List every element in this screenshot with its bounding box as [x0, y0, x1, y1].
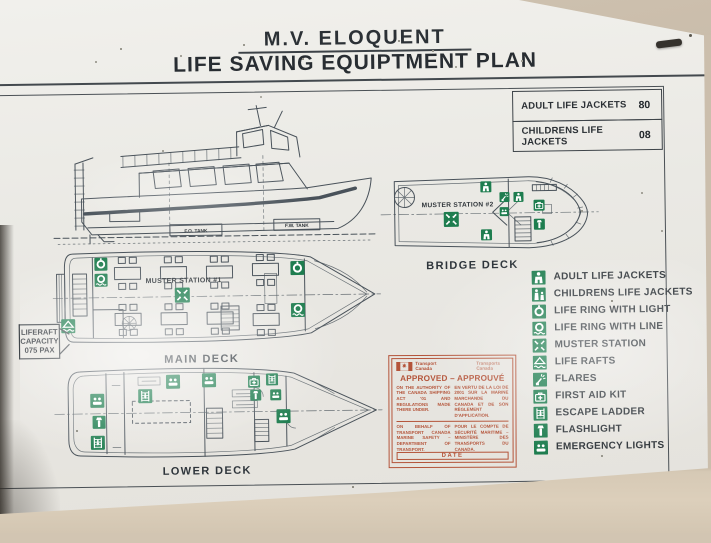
- legend-item-label: ADULT LIFE JACKETS: [553, 269, 667, 283]
- stamp-body-fr-1: EN VERTU DE LA LOI DE 2001 SUR LA MARINE…: [454, 384, 509, 419]
- life-raft-icon: [532, 355, 547, 370]
- bridge-deck-label: BRIDGE DECK: [426, 258, 519, 273]
- main-deck-plan: MUSTER STATION #1: [52, 250, 382, 343]
- bridge-deck-plan: MUSTER STATION #2: [380, 176, 600, 249]
- table-row: CHILDRENS LIFE JACKETS 08: [512, 118, 663, 152]
- liferaft-capacity-callout: LIFERAFT CAPACITY 075 PAX: [18, 323, 70, 360]
- life-ring-with-light-icon: [531, 304, 547, 319]
- legend-item: MUSTER STATION: [532, 334, 693, 353]
- legend-item-label: MUSTER STATION: [554, 338, 647, 351]
- emergency-lights-icon: [165, 374, 181, 389]
- muster-station-icon: [174, 287, 190, 303]
- emergency-lights-icon: [270, 389, 282, 401]
- lower-deck-label: LOWER DECK: [162, 464, 252, 478]
- legend-item-label: LIFE RING WITH LINE: [554, 320, 664, 334]
- legend-item-label: LIFE RING WITH LIGHT: [553, 303, 671, 317]
- childrens-life-jacket-icon: [531, 287, 546, 302]
- life-ring-with-line-icon: [532, 321, 547, 336]
- agency-name-fr: Transports Canada: [476, 360, 501, 372]
- side-profile-drawing: F.O. TANK F.W. TANK: [53, 105, 377, 245]
- legend-item: CHILDRENS LIFE JACKETS: [531, 283, 693, 302]
- childrens-jackets-label: CHILDRENS LIFE JACKETS: [521, 124, 604, 148]
- life-ring-with-light-icon: [94, 257, 108, 271]
- legend-item: ADULT LIFE JACKETS: [531, 266, 692, 285]
- muster-station-icon: [532, 338, 547, 353]
- stamp-body-fr-2: POUR LE COMPTE DE SÉCURITÉ MARITIME – MI…: [454, 423, 509, 452]
- legend-item: EMERGENCY LIGHTS: [533, 436, 695, 455]
- life-ring-with-line-icon: [290, 302, 306, 318]
- stamp-divider: [396, 420, 509, 422]
- legend-item-label: ESCAPE LADDER: [555, 406, 646, 419]
- canada-flag-icon: [396, 361, 413, 371]
- legend-item-label: EMERGENCY LIGHTS: [555, 439, 665, 453]
- flares-icon: [499, 192, 510, 203]
- fresh-water-tank-label: F.W. TANK: [285, 223, 309, 229]
- dust-speckles: [0, 0, 2, 2]
- legend-item-label: CHILDRENS LIFE JACKETS: [553, 286, 693, 300]
- table-row: ADULT LIFE JACKETS 80: [511, 88, 663, 122]
- emergency-lights-icon: [201, 373, 217, 388]
- liferaft-callout-line3: 075 PAX: [25, 345, 55, 354]
- legend-item: FIRST AID KIT: [533, 385, 694, 404]
- legend-item-label: FIRST AID KIT: [555, 389, 627, 402]
- legend-item: LIFE RING WITH LINE: [532, 317, 693, 336]
- legend: ADULT LIFE JACKETS CHILDRENS LIFE JACKET…: [531, 266, 694, 455]
- legend-item-label: FLASHLIGHT: [555, 423, 623, 436]
- adult-jackets-label: ADULT LIFE JACKETS: [521, 99, 627, 112]
- stamp-date-box: DATE: [396, 452, 509, 461]
- life-jacket-icon: [480, 181, 492, 193]
- life-jacket-icon: [513, 191, 524, 202]
- muster-station-1-label: MUSTER STATION #1: [146, 277, 222, 285]
- stamp-title: APPROVED – APPROUVÉ: [400, 373, 505, 383]
- legend-item: LIFE RING WITH LIGHT: [531, 300, 693, 319]
- emergency-lights-icon: [90, 393, 105, 408]
- screw-dot: [689, 34, 692, 37]
- muster-station-2-label: MUSTER STATION #2: [422, 201, 494, 209]
- first-aid-kit-icon: [247, 375, 261, 388]
- life-ring-with-light-icon: [290, 260, 305, 276]
- legend-item-label: FLARES: [554, 372, 597, 385]
- life-ring-with-line-icon: [94, 273, 108, 287]
- lower-deck-plan: [54, 367, 383, 458]
- muster-station-icon: [443, 211, 459, 227]
- transport-canada-approval-stamp: Transport Canada Transports Canada APPRO…: [388, 354, 517, 469]
- escape-ladder-icon: [138, 389, 153, 404]
- first-aid-kit-icon: [533, 389, 548, 404]
- wall-background: [704, 35, 711, 471]
- legend-item: ESCAPE LADDER: [533, 402, 694, 421]
- legend-item: LIFE RAFTS: [532, 351, 694, 370]
- first-aid-kit-icon: [533, 199, 545, 211]
- escape-ladder-icon: [90, 435, 105, 450]
- adult-life-jacket-icon: [531, 270, 546, 285]
- flashlight-icon: [533, 423, 548, 438]
- flashlight-icon: [92, 415, 106, 429]
- stamp-body-en-2: ON BEHALF OF TRANSPORT CANADA MARINE SAF…: [396, 423, 451, 452]
- escape-ladder-icon: [265, 373, 279, 386]
- agency-name-en: Transport Canada: [415, 360, 437, 372]
- emergency-lights-icon: [499, 207, 509, 217]
- emergency-lights-icon: [276, 409, 291, 424]
- legend-item-label: LIFE RAFTS: [554, 355, 616, 368]
- childrens-jackets-count: 08: [638, 128, 651, 141]
- legend-item: FLASHLIGHT: [533, 419, 695, 438]
- emergency-lights-icon: [533, 440, 549, 455]
- life-jacket-icon: [480, 229, 493, 241]
- flashlight-icon: [533, 218, 545, 230]
- legend-item: FLARES: [532, 368, 694, 387]
- adult-jackets-count: 80: [638, 98, 651, 111]
- flares-icon: [532, 372, 548, 387]
- escape-ladder-icon: [533, 406, 548, 421]
- fuel-tank-label: F.O. TANK: [184, 228, 208, 234]
- stamp-body-en-1: ON THE AUTHORITY OF THE CANADA SHIPPING …: [396, 384, 451, 413]
- flashlight-icon: [250, 389, 262, 401]
